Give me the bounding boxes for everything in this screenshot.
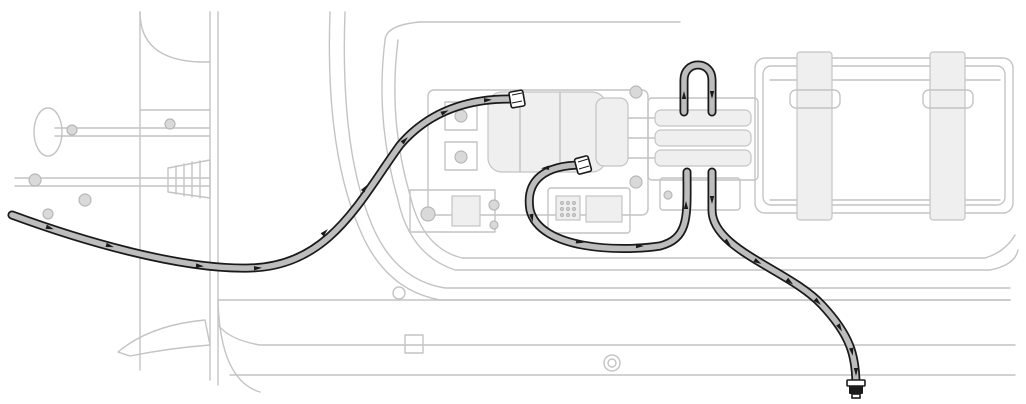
flow-arrow-icon <box>683 201 689 209</box>
flow-arrow-icon <box>813 297 821 305</box>
flow-arrow-icon <box>320 229 328 237</box>
flow-arrow-icon <box>853 368 859 376</box>
flow-arrow-icon <box>253 266 262 271</box>
hose-down <box>707 167 861 391</box>
flow-arrow-icon <box>709 196 715 204</box>
flow-arrows <box>45 91 859 376</box>
ghosted-machine-background <box>14 11 1019 393</box>
flow-arrow-icon <box>753 258 762 264</box>
flow-arrow-icon <box>836 323 842 332</box>
flow-arrow-icon <box>636 243 644 249</box>
flow-arrow-icon <box>785 277 794 285</box>
flow-arrow-icon <box>45 224 54 230</box>
flow-arrow-icon <box>709 91 715 99</box>
flow-arrow-icon <box>849 347 854 356</box>
flow-arrow-icon <box>681 91 687 99</box>
flow-arrow-icon <box>360 184 368 193</box>
connector-pins <box>559 200 577 218</box>
flow-arrow-icon <box>195 263 204 268</box>
flow-arrow-icon <box>529 213 534 222</box>
hose-fitting-icon <box>573 155 593 175</box>
hose-left <box>7 94 519 273</box>
hose-loop <box>524 160 692 254</box>
flow-arrow-icon <box>105 242 114 248</box>
hose-u-bend <box>679 60 717 117</box>
flow-arrow-icon <box>483 98 492 103</box>
flow-arrow-icon <box>400 137 408 145</box>
flow-arrow-icon <box>575 239 584 244</box>
flow-arrow-icon <box>541 165 550 170</box>
hose-fitting-icon <box>508 89 526 109</box>
flow-arrow-icon <box>440 110 449 116</box>
flow-arrow-icon <box>723 238 731 246</box>
hose-end-cap-icon <box>846 379 866 399</box>
